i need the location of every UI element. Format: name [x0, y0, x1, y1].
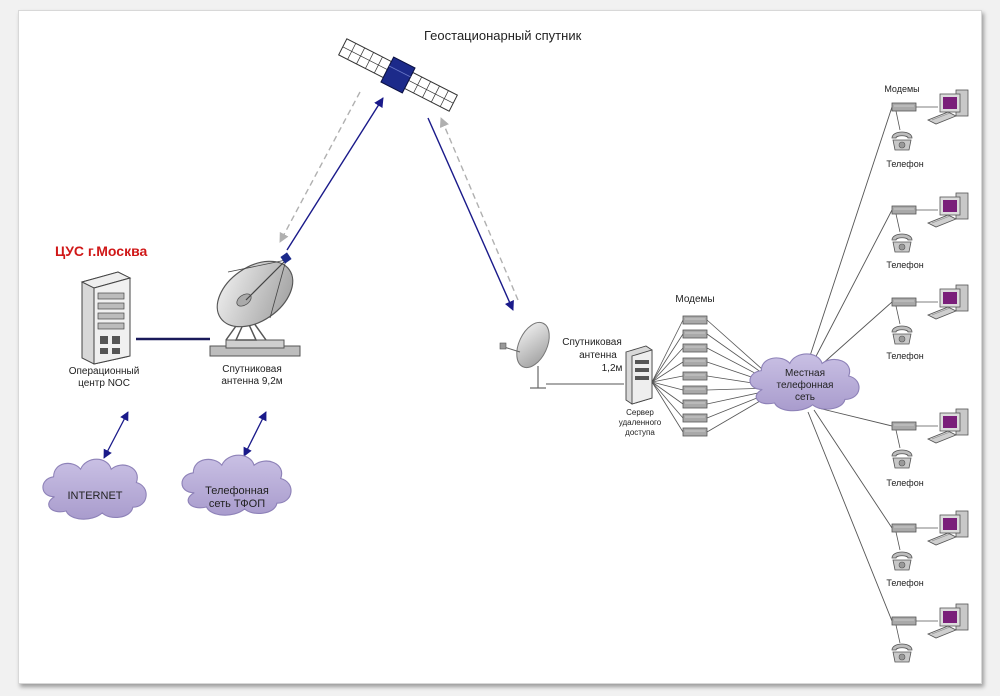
subscriber-6 [891, 603, 969, 663]
big-antenna-icon [209, 252, 301, 357]
server-label-line3: доступа [625, 428, 655, 437]
local-network-label-line3: сеть [795, 392, 815, 403]
telephone-icon [891, 233, 913, 253]
telephone-icon [891, 325, 913, 345]
subscriber-5: Телефон [886, 510, 969, 588]
modem-stack [682, 315, 708, 437]
satellite-icon [337, 38, 459, 112]
noc-label-line1: Операционный [69, 366, 140, 377]
subscriber-1: Телефон [886, 89, 969, 169]
subscriber-3: Телефон [886, 284, 969, 361]
local-network-label-line1: Местная [785, 368, 825, 379]
internet-cloud: INTERNET [42, 458, 147, 520]
phone-label: Телефон [886, 351, 923, 361]
remote-access-server-icon [625, 345, 653, 405]
telephone-icon [891, 449, 913, 469]
local-phone-network-cloud: Местная телефонная сеть [749, 353, 860, 412]
modems-center-label: Модемы [675, 294, 714, 305]
telephone-icon [891, 643, 913, 663]
local-network-links [807, 106, 893, 622]
phone-label: Телефон [886, 260, 923, 270]
downlink-return-arrow [279, 91, 361, 243]
phone-label: Телефон [886, 478, 923, 488]
small-antenna-label-line3: 1,2м [602, 363, 623, 374]
local-network-label-line2: телефонная [777, 379, 834, 391]
noc-label-line2: центр NOC [78, 378, 130, 389]
telephone-icon [891, 551, 913, 571]
server-modem-links [651, 319, 684, 433]
internet-label: INTERNET [68, 490, 123, 502]
subscriber-4: Телефон [886, 408, 969, 488]
telephone-icon [891, 131, 913, 151]
server-label-line1: Сервер [626, 408, 654, 417]
pstn-label-line2: сеть ТФОП [209, 498, 265, 510]
phone-label: Телефон [886, 159, 923, 169]
uplink-arrow [286, 97, 384, 251]
noc-internet-arrow [103, 411, 129, 459]
big-antenna-label-line2: антенна 9,2м [221, 376, 282, 387]
small-antenna-label-line2: антенна [579, 350, 617, 361]
return-uplink-arrow [439, 117, 519, 301]
pstn-label-line1: Телефонная [205, 485, 269, 497]
downlink-arrow [427, 117, 514, 311]
pstn-cloud: Телефонная сеть ТФОП [181, 454, 292, 516]
phone-label: Телефон [886, 578, 923, 588]
small-antenna-icon [499, 321, 550, 389]
server-tower-icon [80, 271, 132, 365]
subscriber-modems-label: Модемы [884, 84, 919, 94]
server-label-line2: удаленного [619, 418, 662, 427]
antenna-pstn-arrow [243, 411, 267, 457]
satellite-label: Геостационарный спутник [424, 28, 582, 43]
big-antenna-label-line1: Спутниковая [222, 364, 282, 375]
subscriber-2: Телефон [886, 192, 969, 270]
small-antenna-label-line1: Спутниковая [562, 337, 622, 348]
noc-title: ЦУС г.Москва [55, 243, 147, 259]
